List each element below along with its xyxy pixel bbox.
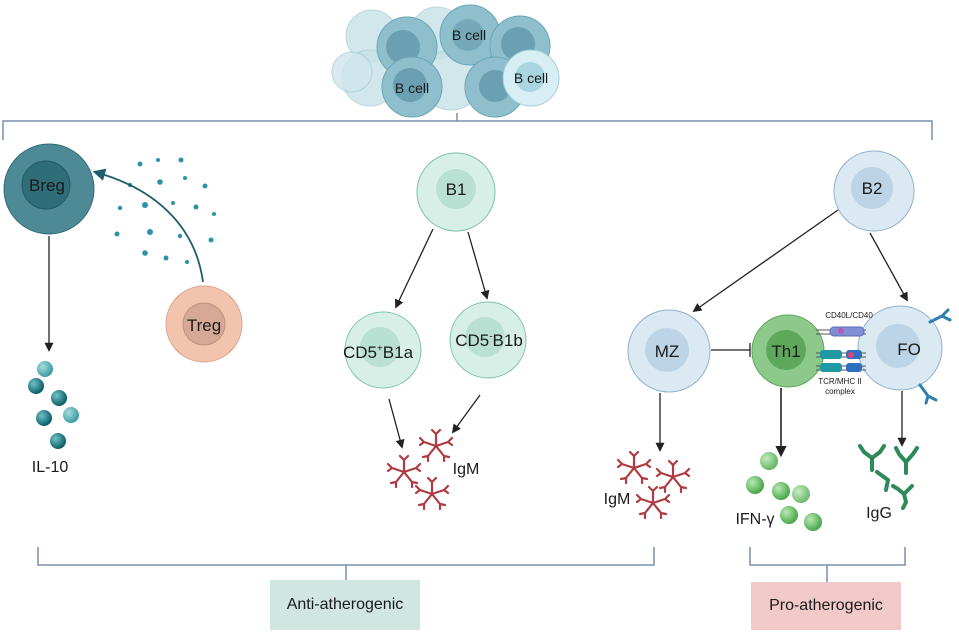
fo-surface-antibodies [918, 308, 952, 405]
b1a-prefix: CD5 [342, 343, 377, 362]
anti-atherogenic-tag: Anti-atherogenic [270, 580, 420, 630]
igg-molecules [858, 444, 919, 510]
cytokine-dots [114, 157, 216, 264]
b1a-superscript: + [376, 343, 383, 355]
tcr-mhc-label: TCR/MHC II complex [818, 377, 862, 397]
b1b-suffix: B1b [492, 331, 523, 350]
b-cell-label: B cell [451, 27, 487, 43]
igm-mz-label: IgM [603, 491, 631, 508]
pro-atherogenic-tag: Pro-atherogenic [751, 582, 901, 630]
igm-b1-label: IgM [452, 461, 480, 478]
b1a-label: CD5+B1a [343, 343, 413, 363]
igg-label: IgG [866, 505, 892, 522]
b1-label: B1 [445, 180, 467, 199]
breg-cell [3, 143, 95, 235]
b1-to-b1b-arrow [467, 231, 490, 300]
il10-label: IL-10 [31, 459, 69, 476]
b1a-to-igm-arrow [388, 398, 405, 449]
mz-inhibits-th1 [711, 343, 751, 357]
il10-beads [28, 361, 79, 449]
tcr-mhc-line2: complex [825, 387, 855, 396]
fo-cell [857, 305, 943, 391]
b1-to-b1a-arrow [395, 228, 434, 309]
ifng-label: IFN-γ [735, 511, 775, 528]
mz-cell [627, 309, 711, 393]
b-cell-label: B cell [394, 80, 430, 96]
cd40-label: CD40L/CD40 [825, 311, 873, 320]
b-cell-label: B cell [513, 70, 549, 86]
igm-b1-molecules [386, 428, 454, 511]
b1a-suffix: B1a [382, 343, 414, 362]
bottom-bracket-pro [749, 547, 906, 582]
treg-cell [165, 285, 243, 363]
b1b-superscript: - [489, 331, 493, 343]
b1b-prefix: CD5 [455, 331, 490, 350]
fo-label: FO [897, 340, 921, 359]
b1b-cell [449, 301, 527, 379]
tcr-mhc-complex-icon [816, 350, 866, 372]
b1b-to-igm-arrow [451, 394, 481, 434]
ifng-beads [746, 452, 822, 531]
b1a-cell [344, 311, 422, 389]
b2-to-fo-arrow [869, 232, 908, 302]
b2-to-mz-arrow [692, 209, 839, 313]
top-bracket [2, 113, 933, 140]
b2-label: B2 [861, 179, 883, 198]
b2-cell [833, 150, 915, 232]
b1b-label: CD5-B1b [455, 331, 523, 351]
th1-cell [751, 314, 825, 388]
b1-cell [416, 152, 496, 232]
bottom-bracket-anti [37, 547, 655, 580]
th1-label: Th1 [771, 342, 801, 361]
mz-label: MZ [654, 342, 680, 361]
breg-label: Breg [29, 176, 65, 195]
treg-label: Treg [186, 316, 222, 335]
igm-mz-molecules [616, 450, 691, 520]
cd40-complex-icon [816, 326, 866, 337]
treg-to-breg-arrow [92, 168, 204, 283]
tcr-mhc-line1: TCR/MHC II [818, 377, 862, 386]
b-cell-cluster [331, 4, 560, 118]
